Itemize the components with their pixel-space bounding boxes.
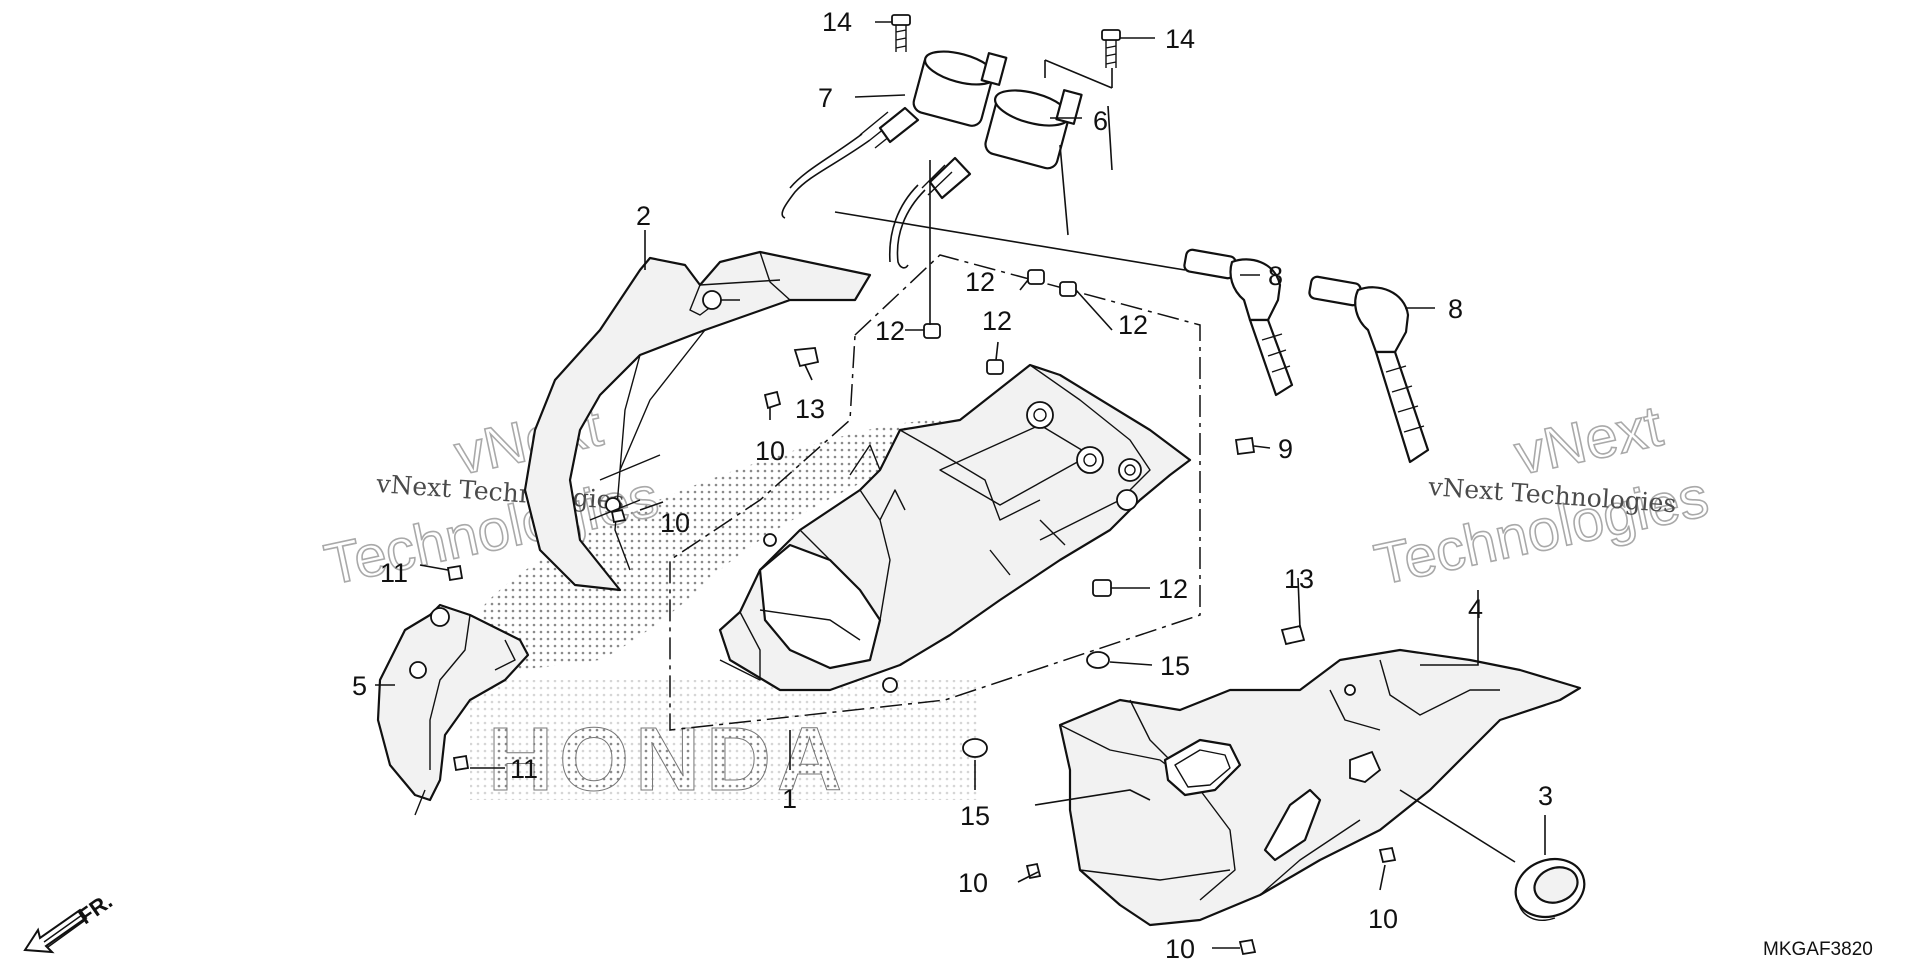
- callout-1: 1: [782, 784, 797, 814]
- diagram-code: MKGAF3820: [1763, 939, 1873, 960]
- callout-11b: 11: [510, 754, 538, 784]
- callout-8a: 8: [1268, 261, 1283, 291]
- callout-14a: 14: [822, 7, 852, 37]
- callout-7: 7: [818, 83, 833, 113]
- honda-wing-logo: HONDA: [470, 420, 980, 811]
- callout-12a: 12: [965, 267, 995, 297]
- callout-10a: 10: [755, 436, 785, 466]
- callout-12c: 12: [1118, 310, 1148, 340]
- group-outline-part-1: [669, 254, 1201, 731]
- callout-12e: 12: [1158, 574, 1188, 604]
- callout-14b: 14: [1165, 24, 1195, 54]
- callout-3: 3: [1538, 781, 1553, 811]
- inner-cover-2: [523, 250, 872, 592]
- front-arrow-icon: [23, 908, 88, 954]
- callout-10d: 10: [1368, 904, 1398, 934]
- bracket-5: [376, 603, 530, 816]
- grommet-3: [1514, 857, 1586, 921]
- callout-11a: 11: [380, 558, 408, 588]
- callout-5: 5: [352, 671, 367, 701]
- watermark-big-right-top: vNext: [1509, 393, 1668, 487]
- under-cover-4: [1058, 648, 1582, 927]
- callout-10e: 10: [1165, 934, 1195, 960]
- callout-15b: 15: [960, 801, 990, 831]
- callout-10b: 10: [660, 508, 690, 538]
- callout-12b: 12: [875, 316, 905, 346]
- battery-tray-1: [718, 363, 1192, 693]
- callout-4: 4: [1468, 594, 1483, 624]
- callouts: 14 14 7 6 2 8 8 12 12 12 12 12 13 13 10 …: [352, 7, 1553, 960]
- callout-2: 2: [636, 201, 651, 231]
- front-indicator: FR.: [23, 888, 117, 954]
- callout-12d: 12: [982, 306, 1012, 336]
- leader-lines: [375, 21, 1546, 949]
- callout-13a: 13: [795, 394, 825, 424]
- spark-plug-cap-8-lower: [1308, 275, 1430, 464]
- bolt-14-left: [891, 14, 911, 52]
- callout-15a: 15: [1160, 651, 1190, 681]
- callout-10c: 10: [958, 868, 988, 898]
- callout-13b: 13: [1284, 564, 1314, 594]
- honda-logo-text: HONDA: [488, 710, 848, 810]
- callout-9: 9: [1278, 434, 1293, 464]
- bolt-14-right: [1101, 29, 1121, 68]
- callout-8b: 8: [1448, 294, 1463, 324]
- ignition-coil-7: [781, 50, 1008, 219]
- callout-6: 6: [1093, 106, 1108, 136]
